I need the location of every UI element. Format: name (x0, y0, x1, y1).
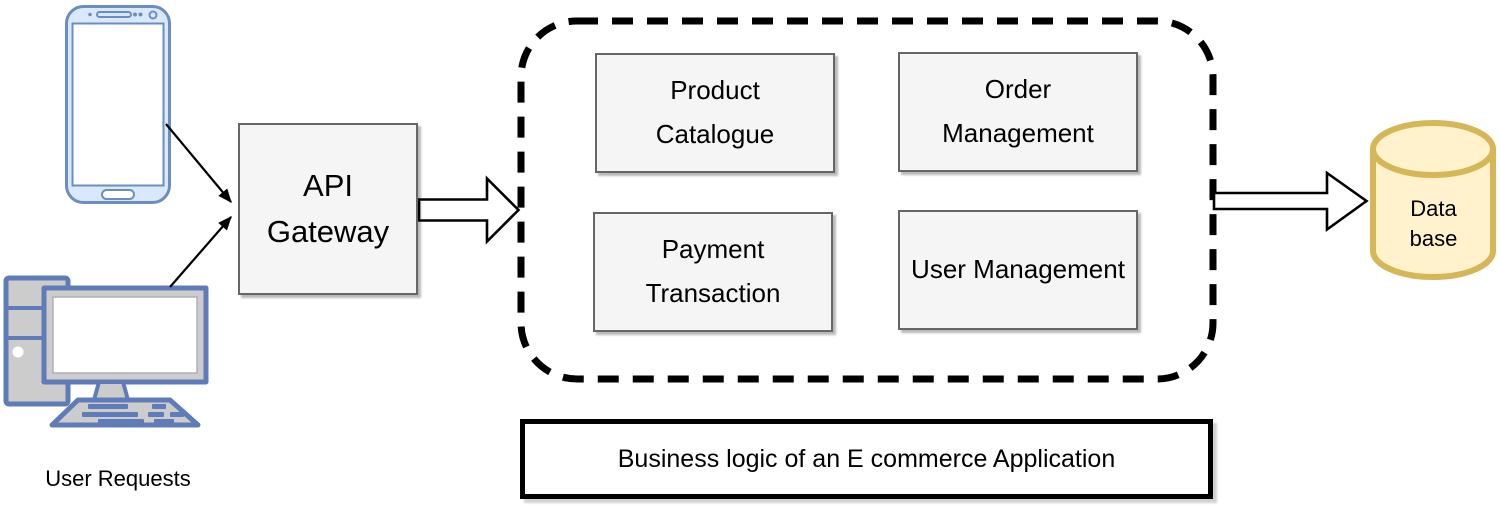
service-node-order-management: Order Management (898, 52, 1138, 172)
api-gateway-label: API Gateway (266, 167, 390, 250)
service-label: Product Catalogue (655, 75, 775, 149)
service-label: Payment Transaction (645, 234, 781, 308)
user-requests-label: User Requests (45, 466, 191, 491)
database-cylinder-icon (1370, 120, 1496, 280)
service-label: Order Management (942, 74, 1094, 148)
service-node-product-catalogue: Product Catalogue (595, 53, 835, 173)
database-label: Data base (1409, 196, 1458, 251)
services-to-database-arrow (1212, 170, 1369, 233)
caption-box: Business logic of an E commerce Applicat… (520, 419, 1213, 499)
desktop-computer-icon (3, 275, 209, 428)
gateway-to-services-arrow (417, 175, 521, 245)
smartphone-icon (65, 5, 171, 204)
api-gateway-node: API Gateway (238, 123, 418, 295)
service-node-payment-transaction: Payment Transaction (593, 212, 833, 332)
service-label: User Management (911, 254, 1125, 285)
service-node-user-management: User Management (898, 210, 1138, 330)
phone-to-gateway-arrow (165, 123, 232, 203)
computer-to-gateway-arrow (169, 216, 232, 288)
caption-label: Business logic of an E commerce Applicat… (617, 444, 1116, 473)
